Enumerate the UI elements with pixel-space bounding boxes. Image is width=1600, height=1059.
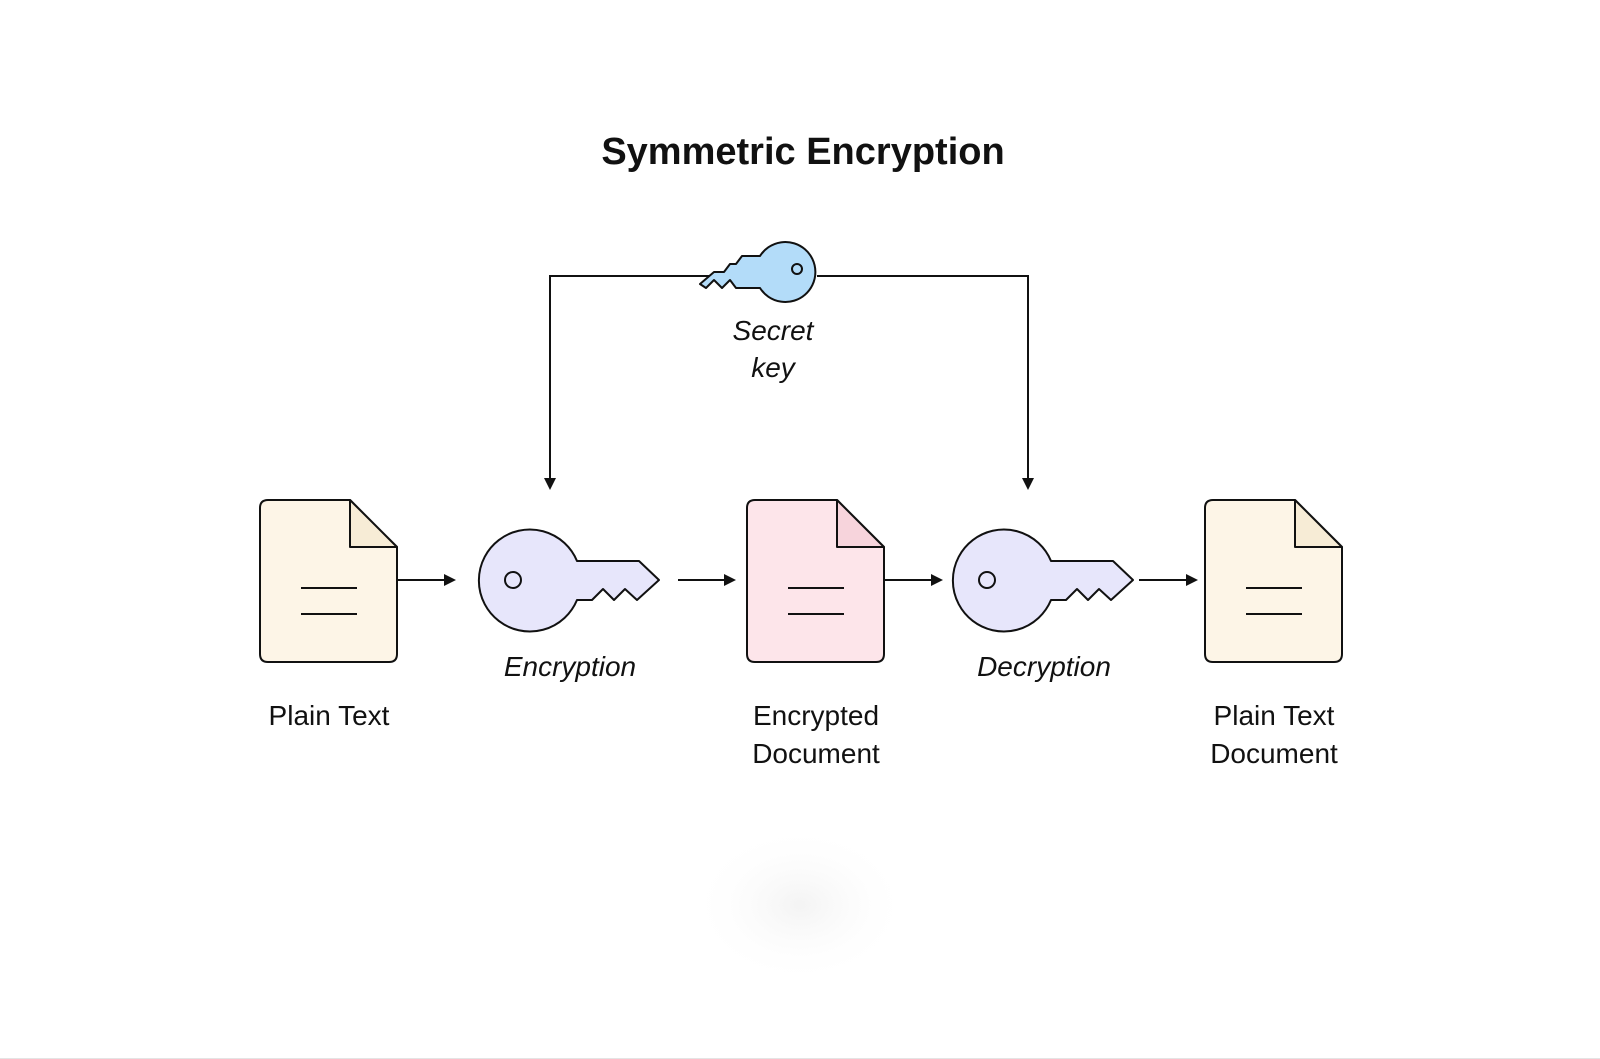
encrypted-document-icon — [746, 499, 885, 663]
encrypted-document-label-line1: Encrypted — [753, 700, 879, 731]
secret-key-label-line1: Secret — [733, 315, 815, 346]
plain-text-document-output-icon — [1204, 499, 1343, 663]
diagram-title: Symmetric Encryption — [601, 131, 1004, 173]
encryption-key-icon — [477, 528, 660, 633]
decryption-key-icon — [951, 528, 1134, 633]
plain-text-document-label-line2: Document — [1210, 738, 1338, 769]
plain-text-label: Plain Text — [269, 700, 390, 731]
plain-text-document-label-line1: Plain Text — [1214, 700, 1335, 731]
decryption-label: Decryption — [977, 651, 1111, 682]
secret-key-label-line2: key — [751, 352, 797, 383]
encrypted-document-label-line2: Document — [752, 738, 880, 769]
background-smudge — [690, 825, 910, 985]
secret-key-icon — [699, 241, 817, 303]
plain-text-document-icon — [259, 499, 398, 663]
key-line-to-decryption — [817, 275, 1034, 490]
encryption-label: Encryption — [504, 651, 636, 682]
key-line-to-encryption — [544, 275, 712, 490]
